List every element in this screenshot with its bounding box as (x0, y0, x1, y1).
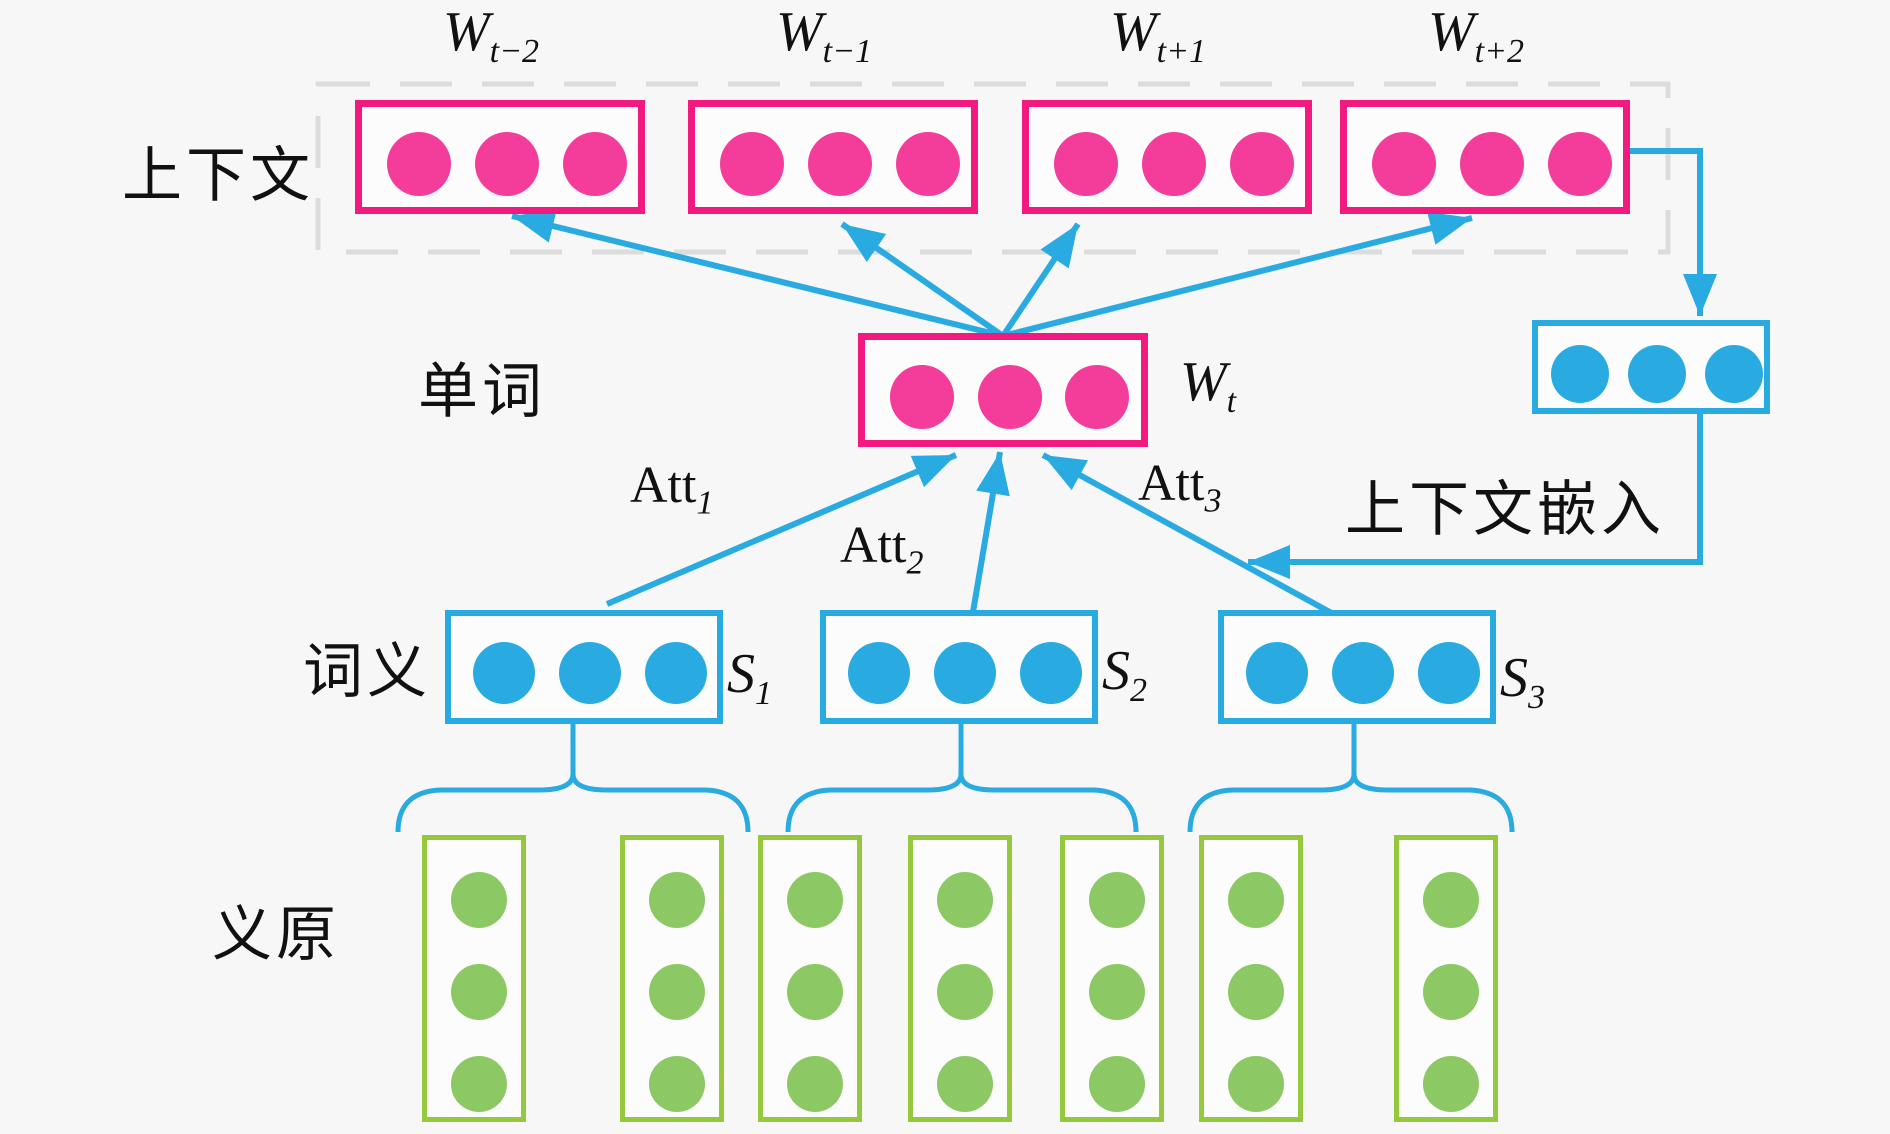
sememe-box-2 (620, 835, 724, 1122)
context-word-label-4: Wt+2 (1428, 1, 1525, 71)
vector-dot (649, 872, 705, 928)
sense-box-2 (820, 610, 1098, 724)
vector-dot (1142, 132, 1206, 196)
row-label-word: 单词 (418, 359, 546, 425)
context-embedding-label: 上下文嵌入 (1345, 477, 1665, 543)
vector-dot (645, 642, 707, 704)
vector-dot (978, 365, 1042, 429)
context-word-box-2 (688, 100, 978, 214)
vector-dot (937, 964, 993, 1020)
vector-dot (1089, 1056, 1145, 1112)
vector-dot (937, 1056, 993, 1112)
arrow-wt-to-context-4 (1002, 211, 1473, 339)
vector-dot (451, 872, 507, 928)
center-word-box (858, 333, 1148, 447)
row-label-sememe: 义原 (212, 902, 340, 968)
vector-dot (1246, 642, 1308, 704)
vector-dot (787, 872, 843, 928)
context-word-box-3 (1022, 100, 1312, 214)
vector-dot (1089, 872, 1145, 928)
row-label-context: 上下文 (122, 143, 314, 209)
vector-dot (1054, 132, 1118, 196)
sense-label-1: S1 (727, 643, 772, 713)
context-word-box-4 (1340, 100, 1630, 214)
arrow-wt-to-context-2 (840, 221, 1005, 339)
brace-group-2 (785, 773, 1139, 833)
arrow-att2-s2-to-wt (970, 451, 1010, 613)
attention-label-1: Att1 (630, 457, 714, 522)
sememe-box-3 (758, 835, 862, 1122)
vector-dot (559, 642, 621, 704)
vector-dot (473, 642, 535, 704)
context-embedding-box (1532, 320, 1770, 414)
vector-dot (1628, 345, 1686, 403)
vector-dot (1418, 642, 1480, 704)
arrow-att3-s3-to-wt (1041, 452, 1339, 619)
sense-label-2: S2 (1102, 640, 1147, 710)
brace-group-3 (1187, 773, 1515, 833)
vector-dot (787, 1056, 843, 1112)
vector-dot (1548, 132, 1612, 196)
sememe-box-4 (908, 835, 1012, 1122)
vector-dot (1423, 872, 1479, 928)
center-word-label: Wt (1180, 351, 1237, 421)
vector-dot (451, 1056, 507, 1112)
vector-dot (1423, 964, 1479, 1020)
vector-dot (1228, 872, 1284, 928)
vector-dot (1705, 345, 1763, 403)
vector-dot (1460, 132, 1524, 196)
vector-dot (649, 964, 705, 1020)
sememe-box-1 (422, 835, 526, 1122)
vector-dot (720, 132, 784, 196)
context-word-box-1 (355, 100, 645, 214)
context-dashed-frame (315, 81, 1671, 255)
brace-group-1 (395, 773, 751, 833)
vector-dot (1230, 132, 1294, 196)
sememe-box-5 (1060, 835, 1164, 1122)
sememe-box-7 (1394, 835, 1498, 1122)
vector-dot (563, 132, 627, 196)
vector-dot (1065, 365, 1129, 429)
vector-dot (848, 642, 910, 704)
vector-dot (649, 1056, 705, 1112)
vector-dot (808, 132, 872, 196)
vector-dot (787, 964, 843, 1020)
sense-box-3 (1218, 610, 1496, 724)
sememe-box-6 (1199, 835, 1303, 1122)
row-label-sense: 词义 (303, 639, 431, 705)
vector-dot (1228, 1056, 1284, 1112)
vector-dot (934, 642, 996, 704)
vector-dot (890, 365, 954, 429)
vector-dot (1332, 642, 1394, 704)
vector-dot (937, 872, 993, 928)
vector-dot (1551, 345, 1609, 403)
attention-label-2: Att2 (840, 517, 924, 582)
context-word-label-2: Wt−1 (776, 1, 873, 71)
attention-label-3: Att3 (1138, 455, 1222, 520)
sense-label-3: S3 (1500, 647, 1545, 717)
vector-dot (475, 132, 539, 196)
vector-dot (896, 132, 960, 196)
sense-box-1 (445, 610, 723, 724)
vector-dot (387, 132, 451, 196)
vector-dot (1423, 1056, 1479, 1112)
arrow-wt-to-context-3 (1000, 222, 1081, 338)
context-word-label-1: Wt−2 (443, 1, 540, 71)
context-word-label-3: Wt+1 (1110, 1, 1207, 71)
arrow-context-to-embedding (1630, 148, 1717, 316)
arrow-att1-s1-to-wt (605, 452, 958, 607)
arrow-embedding-to-attention (1248, 414, 1703, 579)
vector-dot (1020, 642, 1082, 704)
vector-dot (1228, 964, 1284, 1020)
vector-dot (1089, 964, 1145, 1020)
vector-dot (1372, 132, 1436, 196)
vector-dot (451, 964, 507, 1020)
arrow-wt-to-context-1 (511, 209, 1004, 339)
